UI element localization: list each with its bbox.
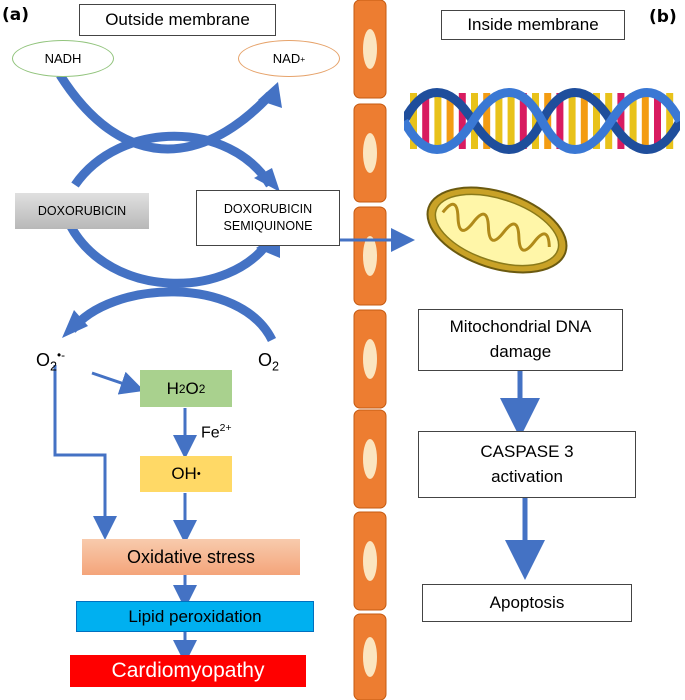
oxygen-label: O2: [258, 347, 279, 376]
dna-base-pair: [446, 93, 454, 149]
superoxide-charge: •-: [57, 349, 66, 362]
dna-base-pair: [654, 93, 661, 149]
dna-base-pair: [422, 93, 430, 149]
cell-membrane: [353, 0, 387, 700]
dna-base-pair: [568, 93, 576, 149]
dna-base-pair: [458, 93, 466, 149]
mitochondrial-dna-damage-box: Mitochondrial DNA damage: [418, 309, 623, 371]
oxidative-stress-box: Oxidative stress: [82, 539, 300, 575]
dna-base-pair: [410, 93, 417, 149]
outside-membrane-label: Outside membrane: [79, 4, 276, 36]
dna-base-pair: [641, 93, 649, 149]
dna-base-pair: [593, 93, 600, 149]
membrane-nucleus: [363, 439, 377, 479]
dna-base-pair: [580, 93, 588, 149]
hydroxyl-radical-box: OH•: [140, 456, 232, 492]
dna-base-pair: [544, 93, 552, 149]
membrane-nucleus: [363, 541, 377, 581]
curved-arrow-to-semiquinone: [71, 131, 274, 188]
caspase-line2: activation: [491, 466, 563, 486]
inside-membrane-label: Inside membrane: [441, 10, 625, 40]
dna-base-pair: [495, 93, 503, 149]
dna-helix-icon: [404, 88, 680, 154]
h2o2-h: H: [166, 378, 179, 398]
oxygen-o: O: [258, 350, 273, 370]
dna-base-pair: [556, 93, 564, 149]
iron-label: Fe2+: [201, 423, 232, 442]
dna-base-pair: [666, 93, 674, 149]
h2o2-sub2: 2: [198, 381, 206, 396]
membrane-nucleus: [363, 339, 377, 379]
dna-base-pair: [617, 93, 625, 149]
mito-dna-line1: Mitochondrial DNA: [449, 317, 592, 337]
mito-dna-line2: damage: [489, 342, 552, 361]
mitochondrion-icon: [426, 186, 568, 274]
cardiomyopathy-box: Cardiomyopathy: [70, 655, 306, 687]
semiquinone-line1: DOXORUBICIN: [223, 202, 313, 217]
h2o2-sub1: 2: [178, 381, 186, 396]
dna-base-pair: [532, 93, 539, 149]
semiquinone-line2: SEMIQUINONE: [223, 219, 313, 233]
hydroxyl-text: OH: [171, 464, 197, 483]
nad-plus-ellipse: NAD+: [238, 40, 340, 77]
dna-base-pair: [434, 93, 442, 149]
lipid-peroxidation-box: Lipid peroxidation: [76, 601, 314, 632]
panel-b-label: (b): [649, 7, 677, 27]
curved-arrow-semiquinone-cycle: [66, 222, 274, 288]
nad-charge: +: [300, 53, 306, 64]
caspase-3-activation-box: CASPASE 3 activation: [418, 431, 636, 498]
iron-text: Fe: [201, 424, 220, 442]
membrane-nucleus: [363, 236, 377, 276]
panel-a-label: (a): [2, 5, 30, 25]
doxorubicin-semiquinone-box: DOXORUBICIN SEMIQUINONE: [196, 190, 340, 246]
dna-base-pair: [507, 93, 515, 149]
membrane-nucleus: [363, 29, 377, 69]
doxorubicin-box: DOXORUBICIN: [15, 193, 149, 229]
nadh-ellipse: NADH: [12, 40, 114, 77]
curved-arrow-nadh-to-nad: [56, 72, 274, 154]
superoxide-sub: 2: [50, 359, 58, 374]
hydroxyl-dot: •: [196, 468, 201, 480]
caspase-line1: CASPASE 3: [480, 441, 574, 461]
h2o2-o: O: [185, 378, 199, 398]
iron-charge: 2+: [219, 423, 232, 434]
superoxide-label: O2•-: [36, 347, 65, 376]
membrane-nucleus: [363, 133, 377, 173]
curved-arrow-o2-to-superoxide: [68, 287, 277, 343]
dna-base-pair: [519, 93, 527, 149]
dna-base-pair: [629, 93, 637, 149]
superoxide-o: O: [36, 350, 51, 370]
oxygen-sub: 2: [272, 359, 280, 374]
apoptosis-box: Apoptosis: [422, 584, 632, 622]
nad-text: NAD: [272, 51, 301, 66]
dna-base-pair: [483, 93, 491, 149]
membrane-nucleus: [363, 637, 377, 677]
